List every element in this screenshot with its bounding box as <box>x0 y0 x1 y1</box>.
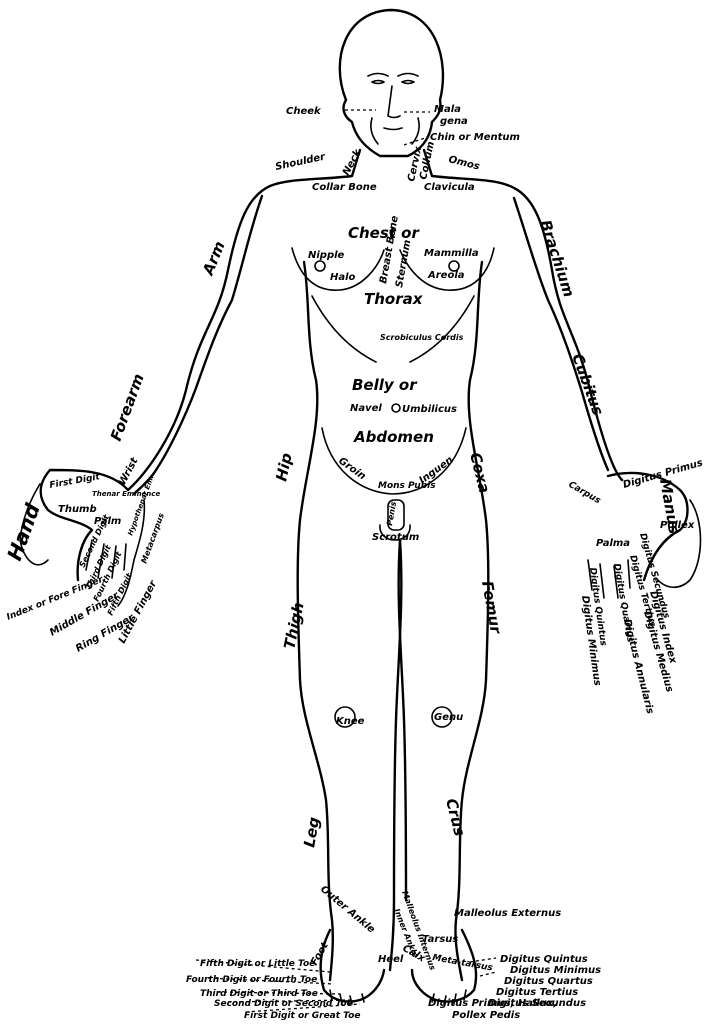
label-genu: Genu <box>434 712 463 723</box>
label-outer-ankle: Outer Ankle <box>318 884 377 936</box>
head <box>338 8 445 158</box>
label-hand: Hand <box>2 500 45 564</box>
torso <box>126 148 624 982</box>
labels: Cheek Mala gena Chin or Mentum Shoulder … <box>2 104 704 1021</box>
label-wrist: Wrist <box>117 455 141 487</box>
label-foot-digitus-quartus: Digitus Quartus <box>504 976 593 987</box>
label-navel: Navel <box>350 403 382 414</box>
label-foot-digitus-minimus: Digitus Minimus <box>510 965 601 976</box>
label-thumb: Thumb <box>58 504 97 515</box>
label-tarsus: Tarsus <box>422 934 458 945</box>
left-hand <box>19 468 146 607</box>
label-crus: Crus <box>442 797 469 838</box>
label-sternum: Sternum <box>394 239 413 289</box>
label-abdomen: Abdomen <box>353 428 434 446</box>
label-thenar-eminence: Thenar Eminence <box>92 490 160 498</box>
label-collar-bone: Collar Bone <box>312 182 377 193</box>
label-first-toe: First Digit or Great Toe <box>244 1011 360 1021</box>
label-foot-digitus-tertius: Digitus Tertius <box>496 987 578 998</box>
label-metatarsus: Meta-tarsus <box>431 953 494 974</box>
label-first-digit: First Digit <box>49 472 102 491</box>
label-femur: Femur <box>478 580 505 637</box>
label-carpus: Carpus <box>567 480 603 507</box>
label-palma: Palma <box>596 538 630 549</box>
right-hand <box>587 471 702 599</box>
label-arm: Arm <box>199 239 229 279</box>
label-coxa: Coxa <box>466 451 493 495</box>
label-third-toe: Third Digit or Third Toe <box>200 989 318 999</box>
label-clavicula: Clavicula <box>424 182 475 193</box>
label-areola: Areola <box>427 270 465 281</box>
label-nipple: Nipple <box>308 250 345 261</box>
label-gena: gena <box>440 116 468 127</box>
label-mammilla: Mammilla <box>424 248 479 259</box>
label-belly-or: Belly or <box>352 376 418 394</box>
label-halo: Halo <box>330 272 356 283</box>
label-pollex-pedis: Pollex Pedis <box>452 1010 520 1021</box>
feet <box>319 706 478 1005</box>
leader-lines <box>195 109 497 1013</box>
label-thigh: Thigh <box>280 601 307 651</box>
label-foot-digitus-primus: Digitus Primus, Hallux, <box>428 998 557 1009</box>
label-chin: Chin or Mentum <box>430 132 520 143</box>
label-knee: Knee <box>336 716 365 727</box>
label-forearm: Forearm <box>107 371 148 443</box>
label-thorax: Thorax <box>364 290 424 308</box>
label-hip: Hip <box>272 451 296 483</box>
label-foot-digitus-quintus: Digitus Quintus <box>500 954 588 965</box>
label-scrotum: Scrotum <box>372 532 419 543</box>
label-leg: Leg <box>300 815 323 848</box>
label-scrobiculus-cordis: Scrobiculus Cordis <box>380 333 464 342</box>
label-malleolus-externus: Malleolus Externus <box>454 908 561 919</box>
label-fourth-toe: Fourth Digit or Fourth Toe <box>186 975 317 985</box>
label-umbilicus: Umbilicus <box>402 404 457 415</box>
label-chest-or: Chest or <box>348 224 420 242</box>
label-heel: Heel <box>378 954 404 965</box>
label-shoulder: Shoulder <box>274 151 327 173</box>
label-second-toe: Second Digit or Second Toe <box>214 999 353 1009</box>
label-palm: Palm <box>94 516 121 527</box>
label-cheek: Cheek <box>286 106 322 117</box>
label-foot-digitus-secundus: Digitus Secundus <box>488 998 586 1009</box>
label-omos: Omos <box>447 154 481 172</box>
label-fifth-toe: Fifth Digit or Little Toe <box>200 959 315 969</box>
label-cubitus: Cubitus <box>568 351 607 418</box>
label-mons-pubis: Mons Pubis <box>378 481 436 491</box>
label-penis: Penis <box>385 501 398 527</box>
label-pollex: Pollex <box>660 520 695 531</box>
label-mala: Mala <box>434 104 461 115</box>
